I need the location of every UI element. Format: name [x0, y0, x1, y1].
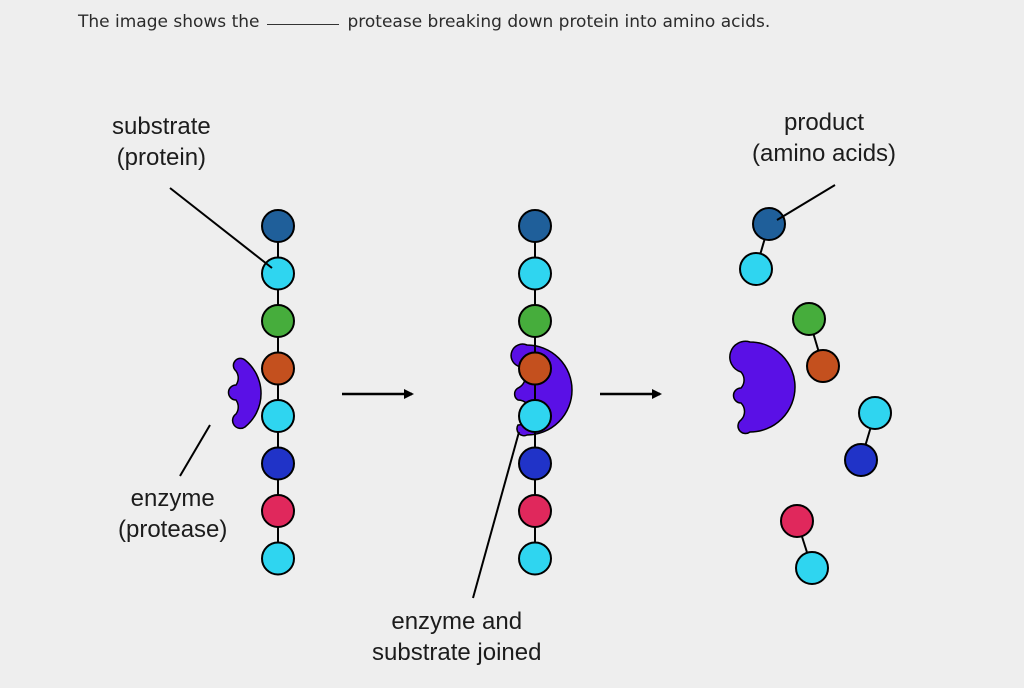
- caption: The image shows the protease breaking dow…: [78, 12, 770, 32]
- amino-acid-dark-blue: [261, 209, 295, 243]
- amino-acid-navy: [518, 446, 552, 481]
- released-enzyme-shape: [729, 340, 796, 435]
- product-label-line2: (amino acids): [752, 140, 897, 167]
- enzyme-leader-line: [179, 424, 211, 477]
- amino-acid-green: [518, 304, 552, 338]
- caption-before: The image shows the: [78, 12, 260, 32]
- enzyme-label-line2: (protease): [118, 516, 228, 543]
- joined-leader-line: [472, 431, 520, 599]
- substrate-protein-chain: [261, 209, 295, 576]
- product-amino-acid-orange: [806, 349, 840, 383]
- amino-acid-products: [739, 207, 892, 585]
- substrate-label-line1: substrate: [112, 113, 211, 140]
- product-amino-acid-cyan: [858, 396, 892, 430]
- amino-acid-navy: [261, 446, 295, 481]
- substrate-leader-line: [169, 187, 273, 269]
- product-amino-acid-navy: [844, 443, 878, 477]
- caption-blank: [267, 24, 340, 25]
- product-label: product (amino acids): [752, 107, 896, 169]
- amino-acid-dark-blue: [518, 209, 552, 243]
- product-amino-acid-cyan: [795, 551, 829, 585]
- product-label-line1: product: [783, 109, 865, 136]
- amino-acid-green: [261, 304, 295, 338]
- product-amino-acid-green: [792, 302, 826, 336]
- caption-after: protease breaking down protein into amin…: [347, 12, 771, 32]
- amino-acid-cyan: [261, 541, 295, 576]
- joined-label: enzyme and substrate joined: [372, 606, 541, 668]
- product-amino-acid-dark-blue: [752, 207, 786, 241]
- amino-acid-cyan: [261, 399, 295, 433]
- amino-acid-crimson: [518, 494, 552, 528]
- substrate-label-line2: (protein): [116, 144, 207, 171]
- amino-acid-cyan: [261, 256, 295, 291]
- joined-label-line2: substrate joined: [372, 639, 542, 666]
- amino-acid-cyan: [518, 399, 552, 433]
- joined-label-line1: enzyme and: [391, 608, 523, 635]
- amino-acid-orange: [518, 351, 552, 386]
- amino-acid-cyan: [518, 541, 552, 576]
- amino-acid-orange: [261, 351, 295, 386]
- amino-acid-cyan: [518, 256, 552, 291]
- product-leader-line: [776, 184, 836, 221]
- enzyme-protease-shape: [227, 357, 262, 430]
- product-amino-acid-crimson: [780, 504, 814, 538]
- enzyme-label: enzyme (protease): [118, 483, 227, 545]
- amino-acid-crimson: [261, 494, 295, 528]
- product-amino-acid-cyan: [739, 252, 773, 286]
- substrate-label: substrate (protein): [112, 111, 211, 173]
- enzyme-label-line1: enzyme: [130, 485, 215, 512]
- joined-substrate-chain: [518, 209, 552, 576]
